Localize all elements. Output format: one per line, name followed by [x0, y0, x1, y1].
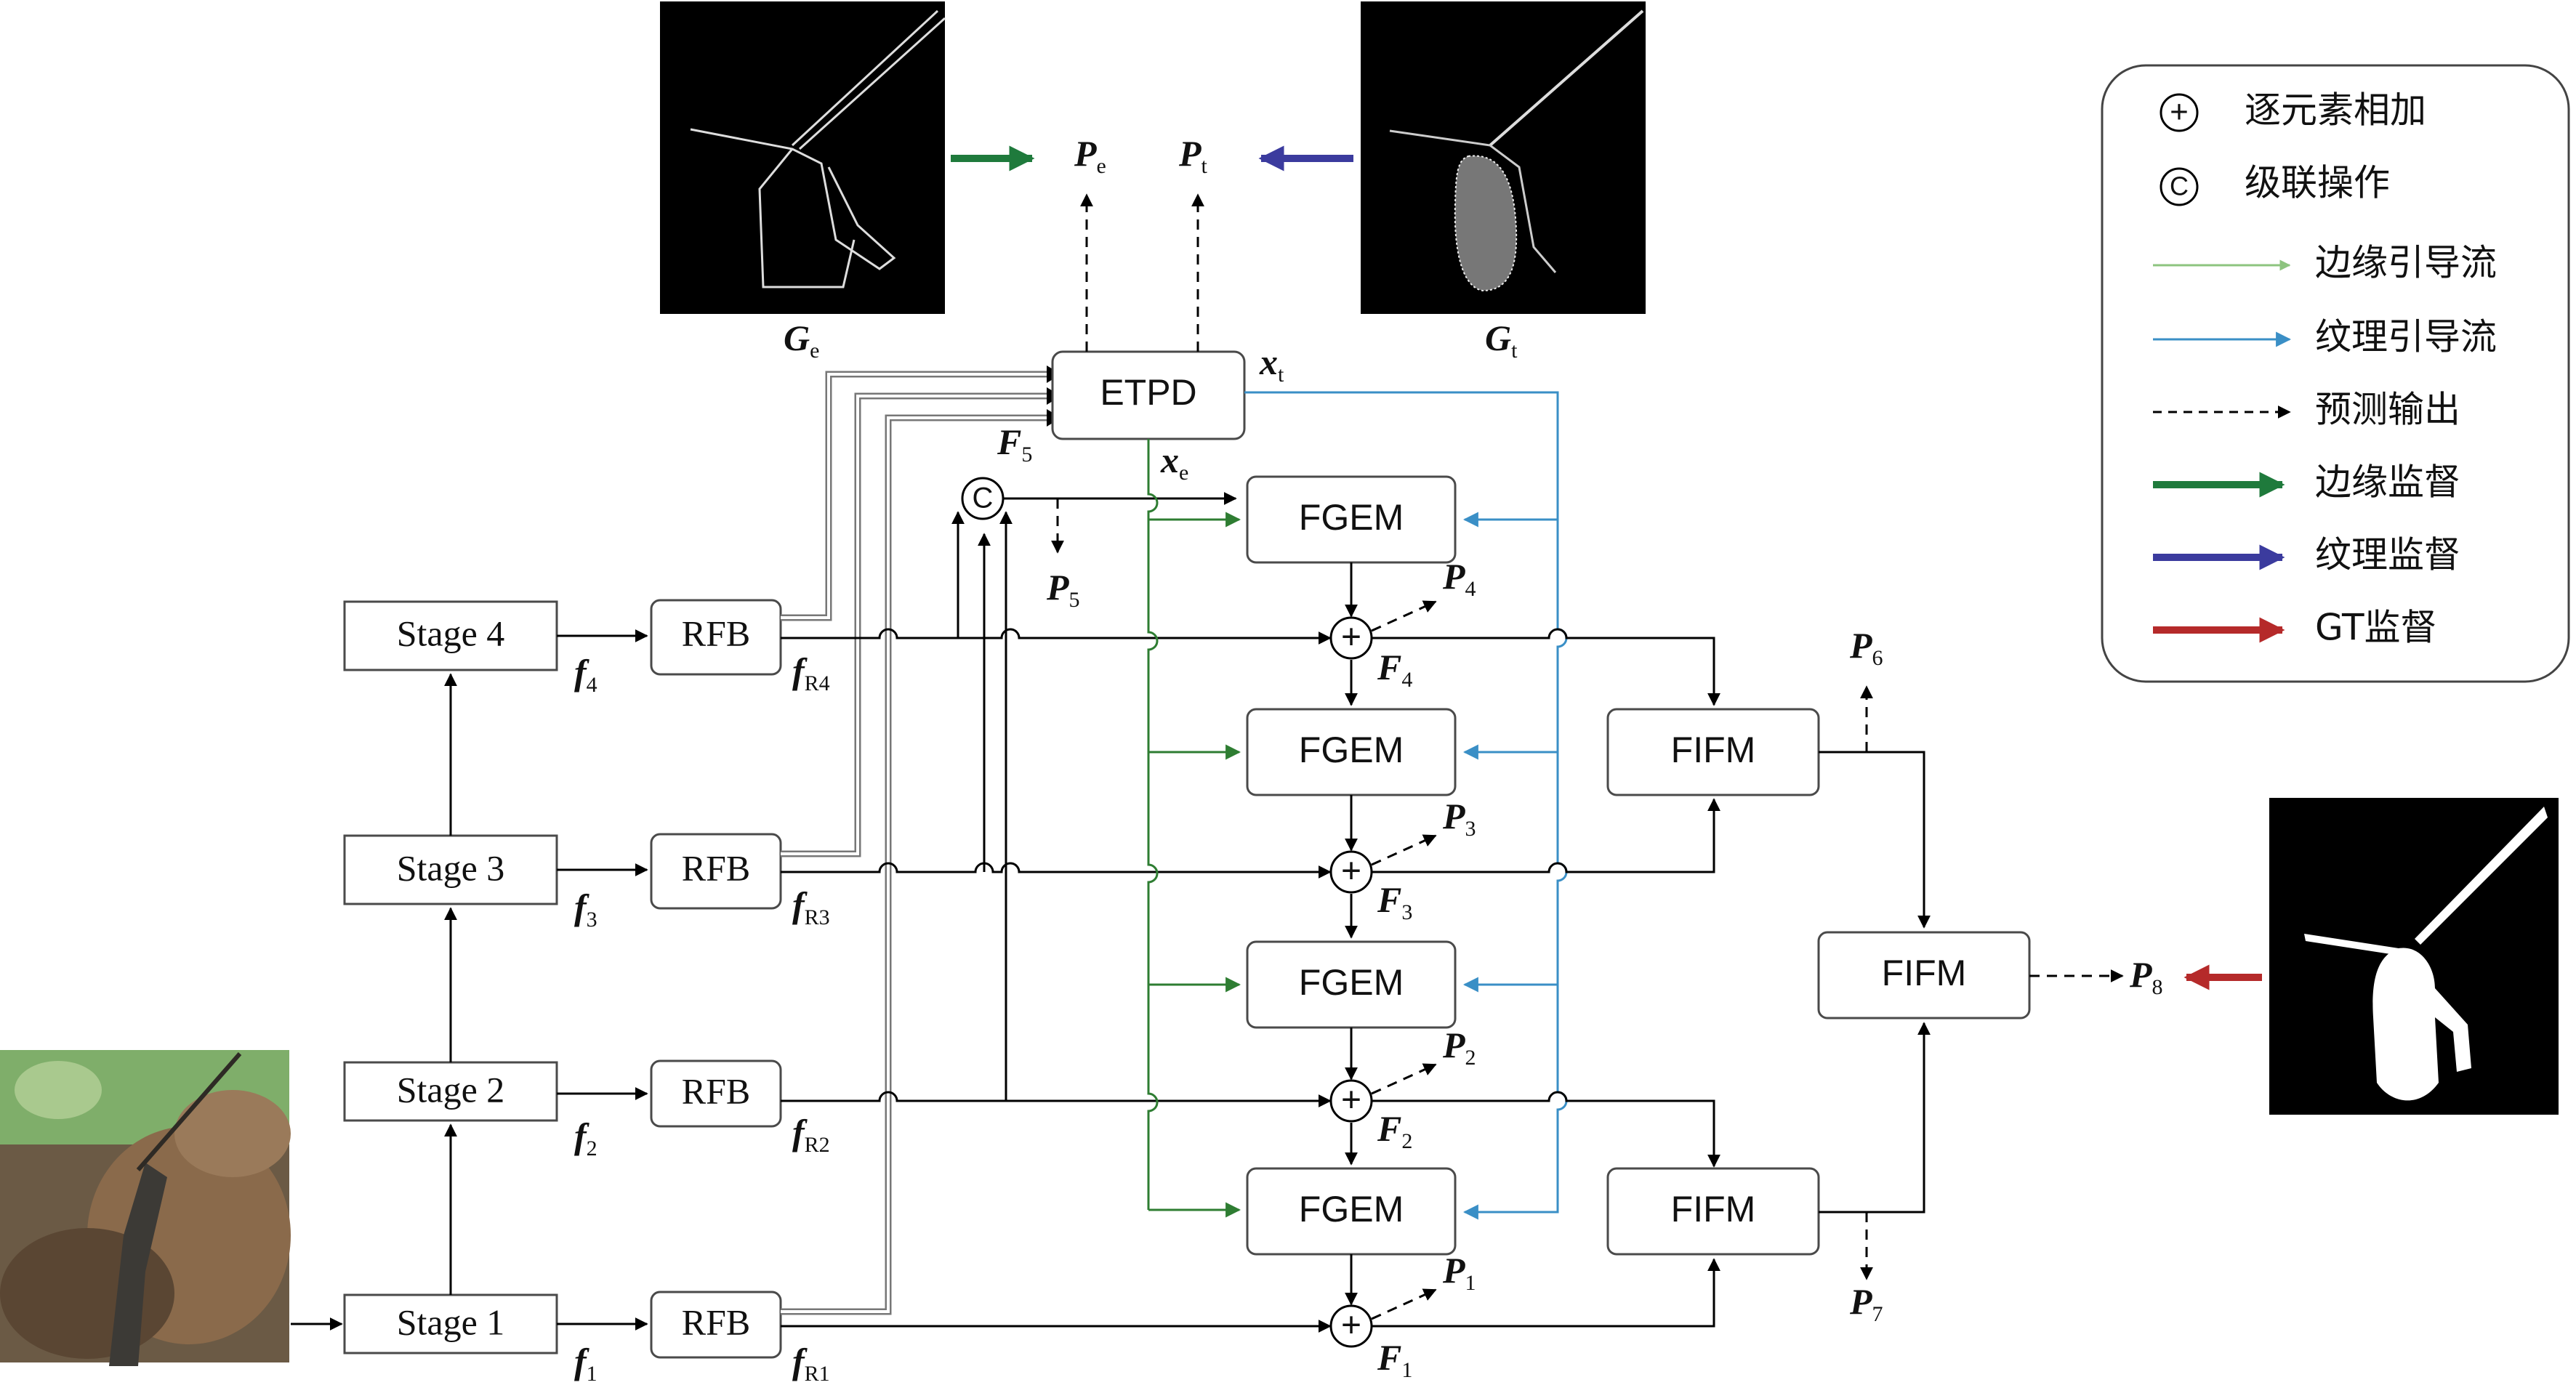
fr4-line	[781, 628, 1300, 639]
legend-edge-flow-text: 边缘引导流	[2315, 242, 2497, 284]
legend-texture-sup-text: 纹理监督	[2315, 534, 2460, 576]
F1-label: F1	[1377, 1337, 1412, 1382]
p4-label: P4	[1442, 556, 1476, 601]
texture-gt-image	[1361, 1, 1646, 314]
svg-text:RFB: RFB	[682, 613, 751, 653]
add-node-4: +	[1329, 616, 1373, 660]
F4-label: F4	[1377, 647, 1412, 692]
add-node-1: +	[1329, 1304, 1373, 1348]
xe-label: xe	[1160, 440, 1188, 485]
svg-text:Stage 3: Stage 3	[397, 847, 505, 888]
f2-label: f2	[574, 1115, 597, 1160]
legend: + 逐元素相加 C 级联操作 边缘引导流 纹理引导流 预测输出 边缘监督 纹理监…	[2101, 64, 2570, 683]
legend-add-icon: +	[2160, 93, 2199, 132]
edge-gt-image	[660, 1, 946, 314]
fifm-final-box: FIFM	[1817, 931, 2031, 1019]
svg-text:+: +	[2170, 94, 2189, 130]
p6-label: P6	[1849, 625, 1883, 670]
p1-label: P1	[1442, 1250, 1476, 1295]
svg-text:ETPD: ETPD	[1100, 372, 1196, 413]
fr2-line	[781, 1091, 1332, 1107]
gt-mask-image	[2269, 798, 2559, 1115]
fgem-2-box: FGEM	[1246, 940, 1457, 1029]
xt-label: xt	[1259, 342, 1284, 387]
rfb-3-box: RFB	[650, 833, 782, 910]
svg-text:RFB: RFB	[682, 1301, 751, 1342]
svg-text:FIFM: FIFM	[1882, 953, 1967, 993]
svg-text:FIFM: FIFM	[1671, 730, 1756, 770]
svg-text:RFB: RFB	[682, 1070, 751, 1111]
svg-text:Stage 2: Stage 2	[397, 1069, 505, 1110]
stage-4-box: Stage 4	[343, 600, 558, 671]
rfb-to-etpd-lines	[781, 366, 1061, 1315]
svg-text:+: +	[1341, 618, 1361, 657]
add-node-3: +	[1329, 850, 1373, 894]
svg-text:+: +	[1341, 852, 1361, 891]
fr3-line	[781, 862, 1332, 879]
pt-label: Pt	[1178, 133, 1208, 178]
legend-prediction-text: 预测输出	[2315, 389, 2460, 431]
fgem-3-box: FGEM	[1246, 708, 1457, 796]
fr3-label: fR3	[792, 884, 830, 929]
svg-text:+: +	[1341, 1081, 1361, 1120]
p2-label: P2	[1442, 1025, 1476, 1070]
svg-text:FGEM: FGEM	[1299, 1189, 1404, 1230]
svg-text:Stage 1: Stage 1	[397, 1301, 505, 1342]
fr1-label: fR1	[792, 1341, 830, 1386]
p8-label: P8	[2129, 954, 2163, 999]
F3-label: F3	[1377, 879, 1412, 924]
ge-label: Ge	[784, 318, 819, 363]
etpd-box: ETPD	[1051, 350, 1246, 440]
edge-guide-flow	[1147, 439, 1241, 1218]
fifm-bottom-box: FIFM	[1606, 1167, 1820, 1256]
svg-text:FGEM: FGEM	[1299, 962, 1404, 1003]
pe-label: Pe	[1074, 133, 1106, 178]
stage-3-box: Stage 3	[343, 834, 558, 905]
svg-text:FGEM: FGEM	[1299, 730, 1404, 770]
p5-label: P5	[1046, 567, 1080, 612]
legend-texture-flow-text: 纹理引导流	[2315, 316, 2497, 358]
svg-text:C: C	[2170, 171, 2189, 201]
rfb-4-box: RFB	[650, 599, 782, 676]
fgem-4-box: FGEM	[1246, 475, 1457, 564]
stage-1-box: Stage 1	[343, 1293, 558, 1354]
svg-text:+: +	[1341, 1307, 1361, 1345]
svg-text:FIFM: FIFM	[1671, 1189, 1756, 1230]
p3-label: P3	[1442, 796, 1476, 841]
p7-label: P7	[1849, 1281, 1883, 1326]
f3-label: f3	[574, 887, 597, 932]
f5-label: F5	[997, 421, 1032, 467]
legend-edge-sup-text: 边缘监督	[2315, 461, 2460, 504]
legend-gt-sup-text: GT监督	[2315, 607, 2437, 649]
svg-text:Stage 4: Stage 4	[397, 613, 505, 653]
rfb-1-box: RFB	[650, 1291, 782, 1359]
fr2-label: fR2	[792, 1112, 830, 1157]
legend-add-text: 逐元素相加	[2245, 89, 2426, 132]
add-node-2: +	[1329, 1079, 1373, 1123]
fgem-1-box: FGEM	[1246, 1167, 1457, 1256]
f1-label: f1	[574, 1341, 597, 1386]
input-image	[0, 1050, 291, 1366]
svg-text:RFB: RFB	[682, 847, 751, 888]
rfb-2-box: RFB	[650, 1059, 782, 1128]
fr4-label: fR4	[792, 650, 830, 695]
svg-text:FGEM: FGEM	[1299, 497, 1404, 538]
concat-node: C	[961, 477, 1005, 520]
stage-2-box: Stage 2	[343, 1061, 558, 1122]
legend-concat-icon: C	[2160, 167, 2199, 206]
gt-label: Gt	[1485, 318, 1518, 363]
F2-label: F2	[1377, 1108, 1412, 1153]
legend-concat-text: 级联操作	[2245, 162, 2390, 204]
fifm-top-box: FIFM	[1606, 708, 1820, 796]
svg-text:C: C	[973, 482, 994, 514]
f4-label: f4	[574, 652, 597, 697]
